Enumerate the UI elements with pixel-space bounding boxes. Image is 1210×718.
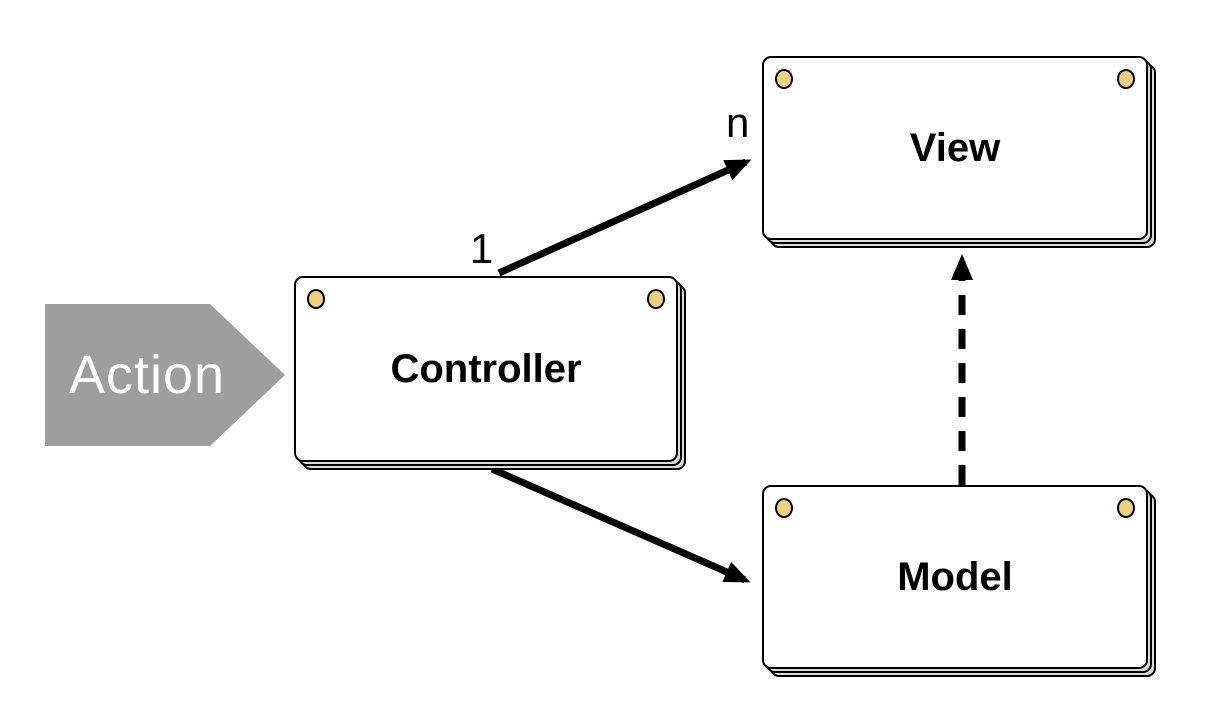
node-view-label: View — [909, 125, 1001, 170]
pin-icon — [307, 289, 325, 309]
node-model-label: Model — [897, 554, 1013, 599]
node-model: Model — [762, 485, 1148, 669]
pin-icon — [775, 69, 793, 89]
pin-icon — [1117, 498, 1135, 518]
action-label: Action — [69, 345, 226, 405]
pin-icon — [775, 498, 793, 518]
node-controller: Controller — [294, 276, 678, 462]
edge-controller-to-model — [490, 465, 751, 584]
node-view: View — [762, 56, 1148, 240]
edge-multiplicity-target: n — [726, 99, 750, 146]
node-controller-label: Controller — [390, 346, 582, 391]
edge-multiplicity-source: 1 — [470, 225, 494, 272]
pin-icon — [1117, 69, 1135, 89]
pin-icon — [647, 289, 665, 309]
edge-controller-to-view — [497, 158, 752, 277]
